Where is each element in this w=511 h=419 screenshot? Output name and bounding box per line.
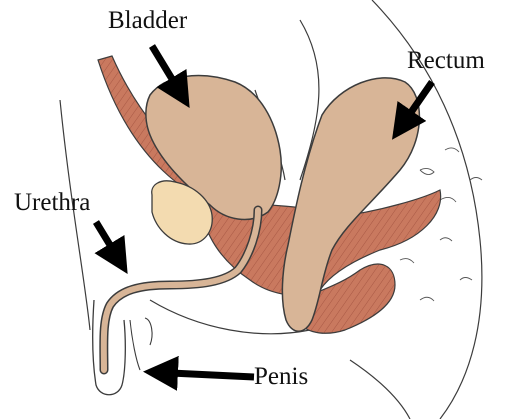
bladder-label: Bladder (108, 8, 187, 33)
rectum-label: Rectum (407, 48, 485, 73)
penis-label: Penis (254, 364, 308, 389)
penis-arrow (150, 372, 254, 377)
urethra-label: Urethra (14, 190, 90, 215)
urethra-arrow (96, 222, 124, 268)
